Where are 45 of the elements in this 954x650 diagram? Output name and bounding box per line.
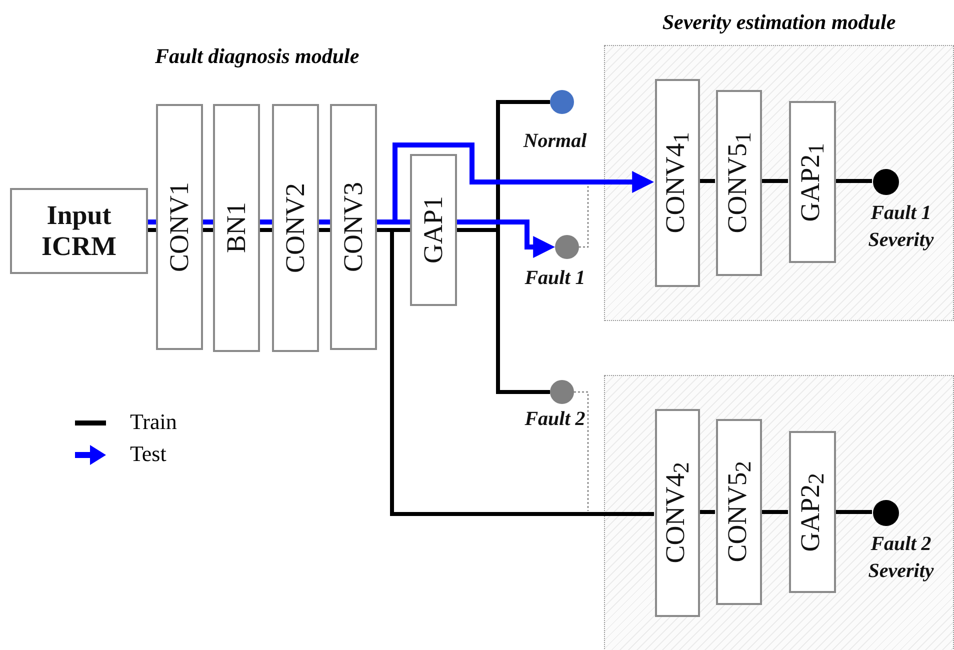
layer-block xyxy=(655,409,700,617)
layer-label: BN1 xyxy=(223,202,250,254)
output-label: Fault 1 xyxy=(524,266,586,291)
connector-line xyxy=(699,179,715,183)
module-title: Severity estimation module xyxy=(661,10,897,35)
input-box xyxy=(10,188,148,274)
dotted-connector xyxy=(579,186,589,248)
layer-label: CONV1 xyxy=(166,182,193,272)
connector-line xyxy=(148,220,156,224)
dotted-connector xyxy=(574,391,589,511)
connector-line xyxy=(260,220,272,224)
layer-block xyxy=(716,90,762,276)
connector-line xyxy=(203,228,213,232)
connector-line xyxy=(203,220,213,224)
layer-label: CONV2 xyxy=(282,182,309,273)
legend-label: Train xyxy=(130,409,177,435)
connector-line xyxy=(835,510,872,514)
connector-line xyxy=(148,228,156,232)
layer-label: GAP1 xyxy=(420,196,447,264)
module-panel xyxy=(604,375,954,650)
arrow xyxy=(457,220,556,258)
input-label: Input ICRM xyxy=(40,200,118,262)
connector-line xyxy=(699,510,715,514)
legend-label: Test xyxy=(130,441,166,467)
connector-line xyxy=(319,220,330,224)
output-label: Fault 1 Severity xyxy=(867,201,935,253)
layer-block xyxy=(716,419,762,605)
connector-line xyxy=(260,228,272,232)
layer-block xyxy=(272,104,319,352)
layer-block xyxy=(655,79,700,287)
connector-line xyxy=(835,179,872,183)
connector-line xyxy=(761,510,788,514)
layer-block xyxy=(330,104,377,350)
layer-block xyxy=(410,154,457,306)
layer-block xyxy=(789,101,836,263)
layer-label: CONV3 xyxy=(340,182,367,272)
output-label: Fault 2 Severity xyxy=(867,532,935,584)
connector-line xyxy=(319,228,330,232)
output-label: Fault 2 xyxy=(524,407,586,432)
layer-block xyxy=(213,104,260,352)
output-label: Normal xyxy=(522,129,588,154)
module-title: Fault diagnosis module xyxy=(155,44,360,69)
layer-block xyxy=(156,104,203,350)
layer-block xyxy=(789,431,836,593)
connector-line xyxy=(761,179,788,183)
